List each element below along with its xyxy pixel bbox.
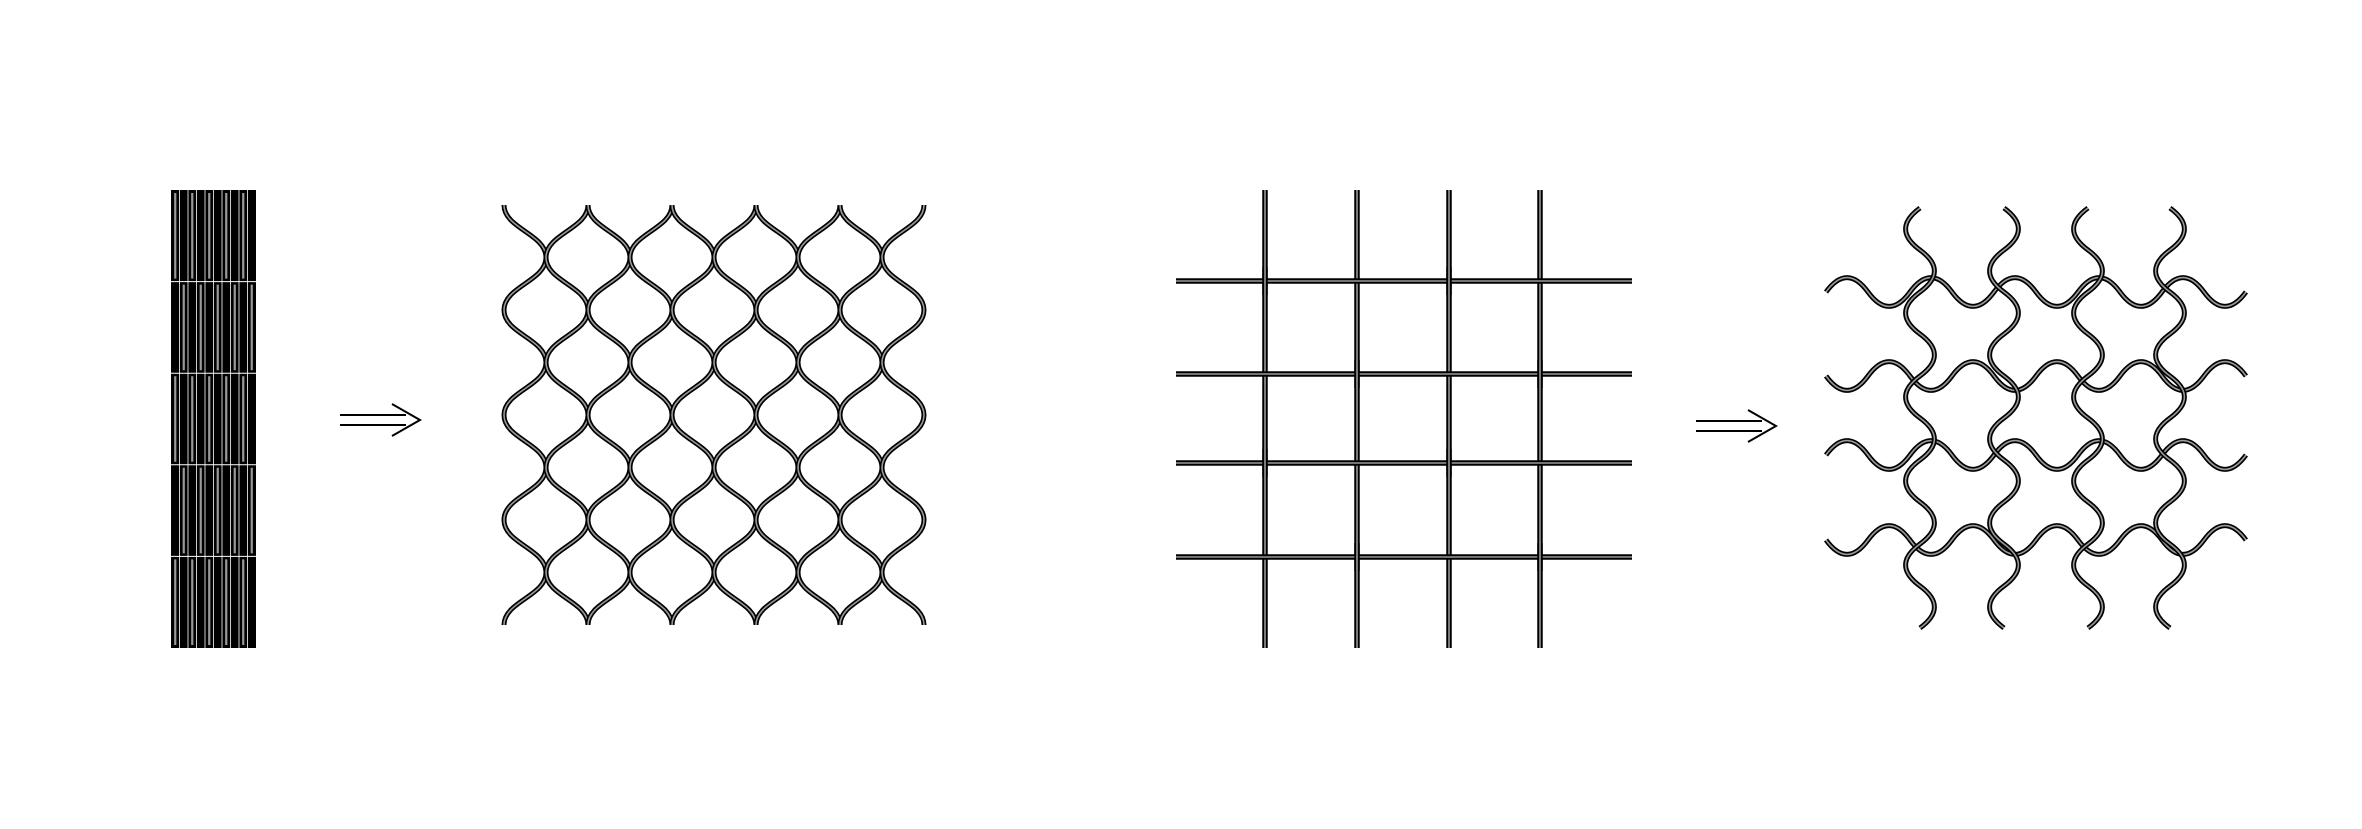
net-strand-outline: [753, 204, 801, 626]
double-right-arrow-icon: [1696, 409, 1779, 443]
expanded-wavy-net: [501, 204, 927, 626]
net-strand-core: [587, 204, 631, 626]
net-strand: [879, 204, 927, 626]
arrow-head: [1747, 409, 1779, 443]
wavy-vertical-strand-core: [1904, 207, 1936, 629]
wavy-vertical-strand: [1987, 205, 2021, 631]
wavy-vertical-strand: [2153, 205, 2187, 631]
wavy-horizontal-strand: [1823, 359, 2249, 393]
wavy-vertical-strand-core: [2154, 207, 2186, 629]
wavy-vertical-strand-core: [2072, 207, 2104, 629]
square-mesh: [1176, 190, 1632, 648]
wavy-horizontal-strand-core: [1825, 439, 2247, 471]
net-strand-core: [713, 204, 757, 626]
arrow-head: [391, 403, 423, 437]
wavy-horizontal-strand-core: [1825, 524, 2247, 556]
wavy-horizontal-strand: [1823, 438, 2249, 472]
net-strand-core: [629, 204, 673, 626]
net-strand-core: [671, 204, 715, 626]
net-strand-core: [545, 204, 589, 626]
net-strand-core: [881, 204, 925, 626]
net-strand: [669, 204, 717, 626]
net-strand-core: [797, 204, 841, 626]
net-strand-core: [755, 204, 799, 626]
net-strand-outline: [501, 204, 549, 626]
double-right-arrow-icon: [340, 403, 423, 437]
net-strand-outline: [711, 204, 759, 626]
net-strand-outline: [627, 204, 675, 626]
wavy-vertical-strand: [2071, 205, 2105, 631]
net-strand-outline: [837, 204, 885, 626]
net-strand-outline: [879, 204, 927, 626]
wavy-horizontal-strand-core: [1825, 360, 2247, 392]
expanded-wavy-mesh: [1823, 205, 2249, 631]
wavy-vertical-strand-core: [1988, 207, 2020, 629]
net-strand-outline: [543, 204, 591, 626]
wavy-horizontal-strand-core: [1825, 276, 2247, 308]
wavy-horizontal-strand: [1823, 275, 2249, 309]
net-strand-core: [839, 204, 883, 626]
net-strand: [543, 204, 591, 626]
net-strand: [753, 204, 801, 626]
net-strand: [795, 204, 843, 626]
net-strand: [627, 204, 675, 626]
net-strand-outline: [795, 204, 843, 626]
net-strand: [501, 204, 549, 626]
wavy-horizontal-strand: [1823, 523, 2249, 557]
packed-strand-bundle: [171, 190, 256, 648]
net-strand-core: [503, 204, 547, 626]
wavy-vertical-strand: [1903, 205, 1937, 631]
net-strand: [585, 204, 633, 626]
net-strand: [837, 204, 885, 626]
net-strand-outline: [669, 204, 717, 626]
net-strand-outline: [585, 204, 633, 626]
net-strand: [711, 204, 759, 626]
